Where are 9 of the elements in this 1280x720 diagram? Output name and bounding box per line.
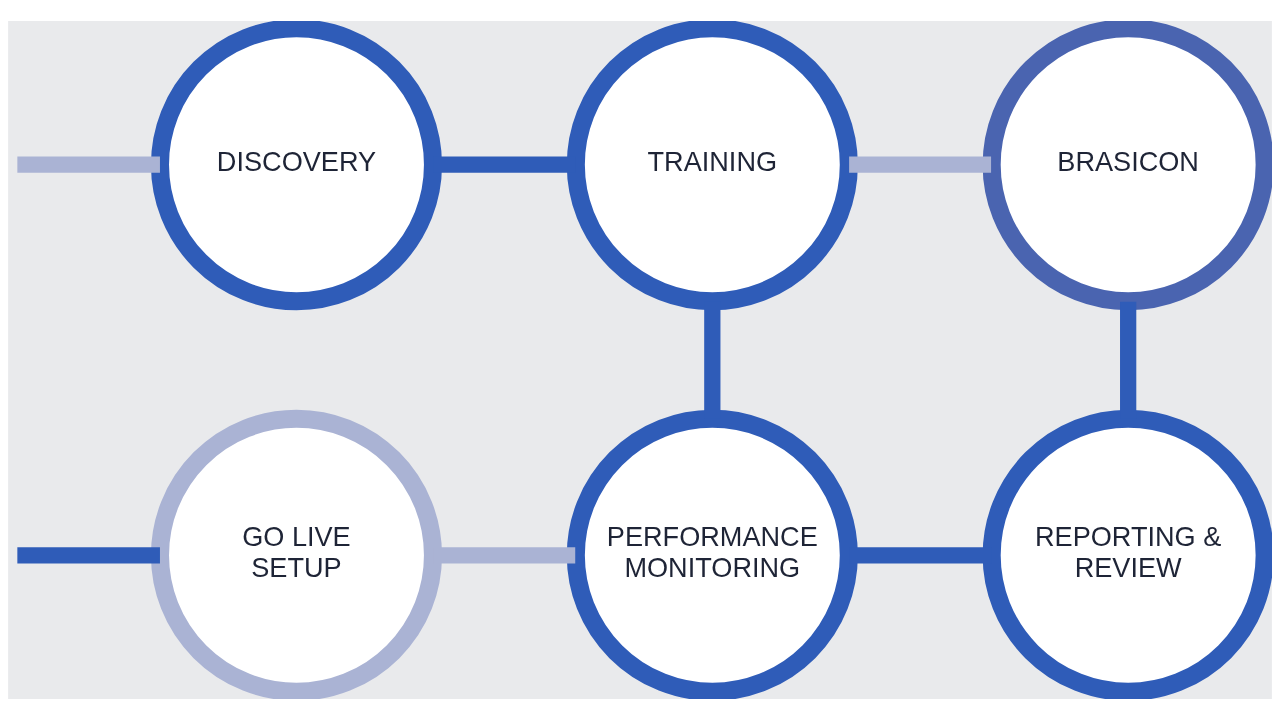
node-circle: TRAINING — [566, 21, 858, 311]
node-circle: DISCOVERY — [150, 21, 443, 311]
connector — [17, 156, 160, 173]
node-circle: GO LIVE SETUP — [150, 409, 443, 699]
node-circle: REPORTING & REVIEW — [982, 409, 1272, 699]
node-circle: BRASICON — [982, 21, 1272, 311]
connector — [17, 547, 160, 564]
node-circle: PERFORMANCE MONITORING — [566, 409, 858, 699]
connector — [849, 156, 992, 173]
